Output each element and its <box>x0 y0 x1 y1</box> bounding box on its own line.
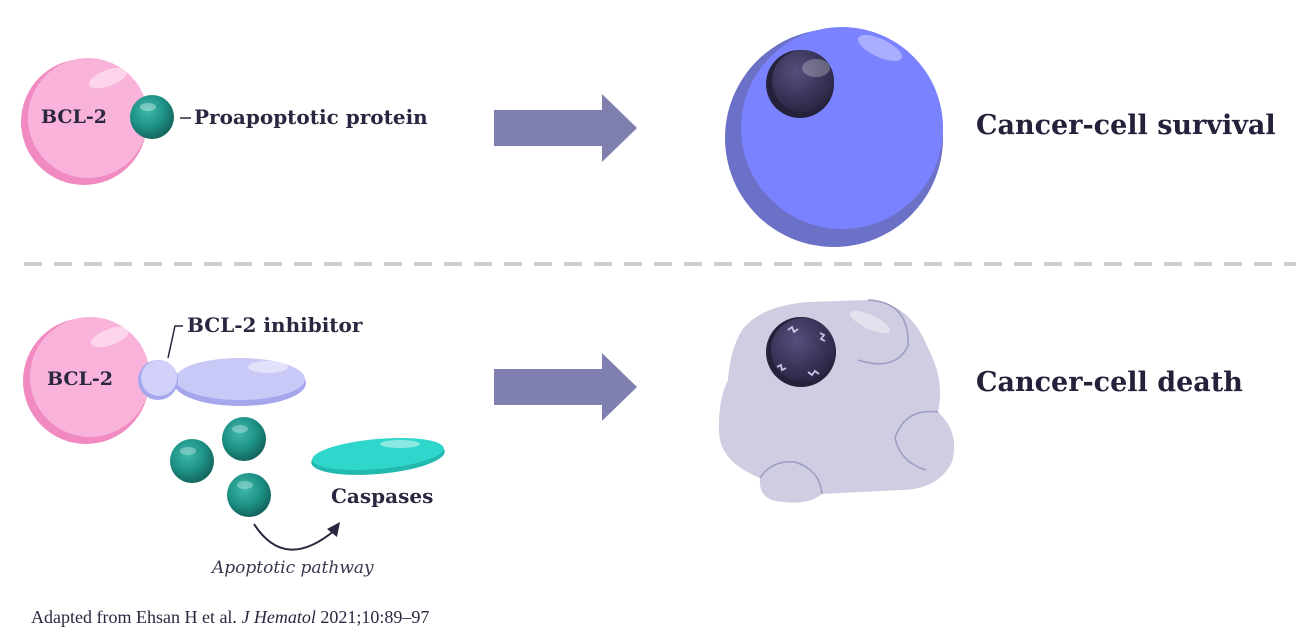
top-arrow <box>494 94 637 162</box>
proapoptotic-protein-label: Proapoptotic protein <box>194 105 428 129</box>
death-outcome-label: Cancer-cell death <box>976 367 1243 398</box>
top-bcl2-label: BCL-2 <box>41 106 107 128</box>
inhibitor-leader-line <box>167 325 183 359</box>
citation: Adapted from Ehsan H et al. J Hematol 20… <box>31 607 429 628</box>
bcl2-inhibitor-molecule <box>138 358 306 406</box>
protein-sphere <box>222 417 266 461</box>
bcl2-inhibitor-label: BCL-2 inhibitor <box>187 313 363 337</box>
protein-sphere <box>170 439 214 483</box>
proapoptotic-protein-sphere <box>130 95 174 139</box>
citation-suffix: 2021;10:89–97 <box>320 607 430 627</box>
caspase-molecule <box>311 437 445 475</box>
survival-outcome-label: Cancer-cell survival <box>976 110 1276 141</box>
released-proapoptotic-proteins <box>170 417 271 517</box>
bottom-bcl2-label: BCL-2 <box>47 368 113 390</box>
bottom-arrow <box>494 353 637 421</box>
surviving-cell-nucleus <box>766 50 834 118</box>
caspases-label: Caspases <box>331 484 434 508</box>
surviving-cancer-cell <box>725 27 943 247</box>
top-bcl2-protein <box>21 58 148 185</box>
fragmenting-nucleus <box>766 317 836 387</box>
citation-journal: J Hematol <box>241 607 316 627</box>
apoptotic-pathway-arrow <box>253 522 340 551</box>
bottom-bcl2-protein <box>23 317 150 444</box>
apoptotic-pathway-label: Apoptotic pathway <box>212 558 374 578</box>
citation-prefix: Adapted from Ehsan H et al. <box>31 607 237 627</box>
protein-sphere <box>227 473 271 517</box>
dying-cancer-cell <box>718 299 955 503</box>
